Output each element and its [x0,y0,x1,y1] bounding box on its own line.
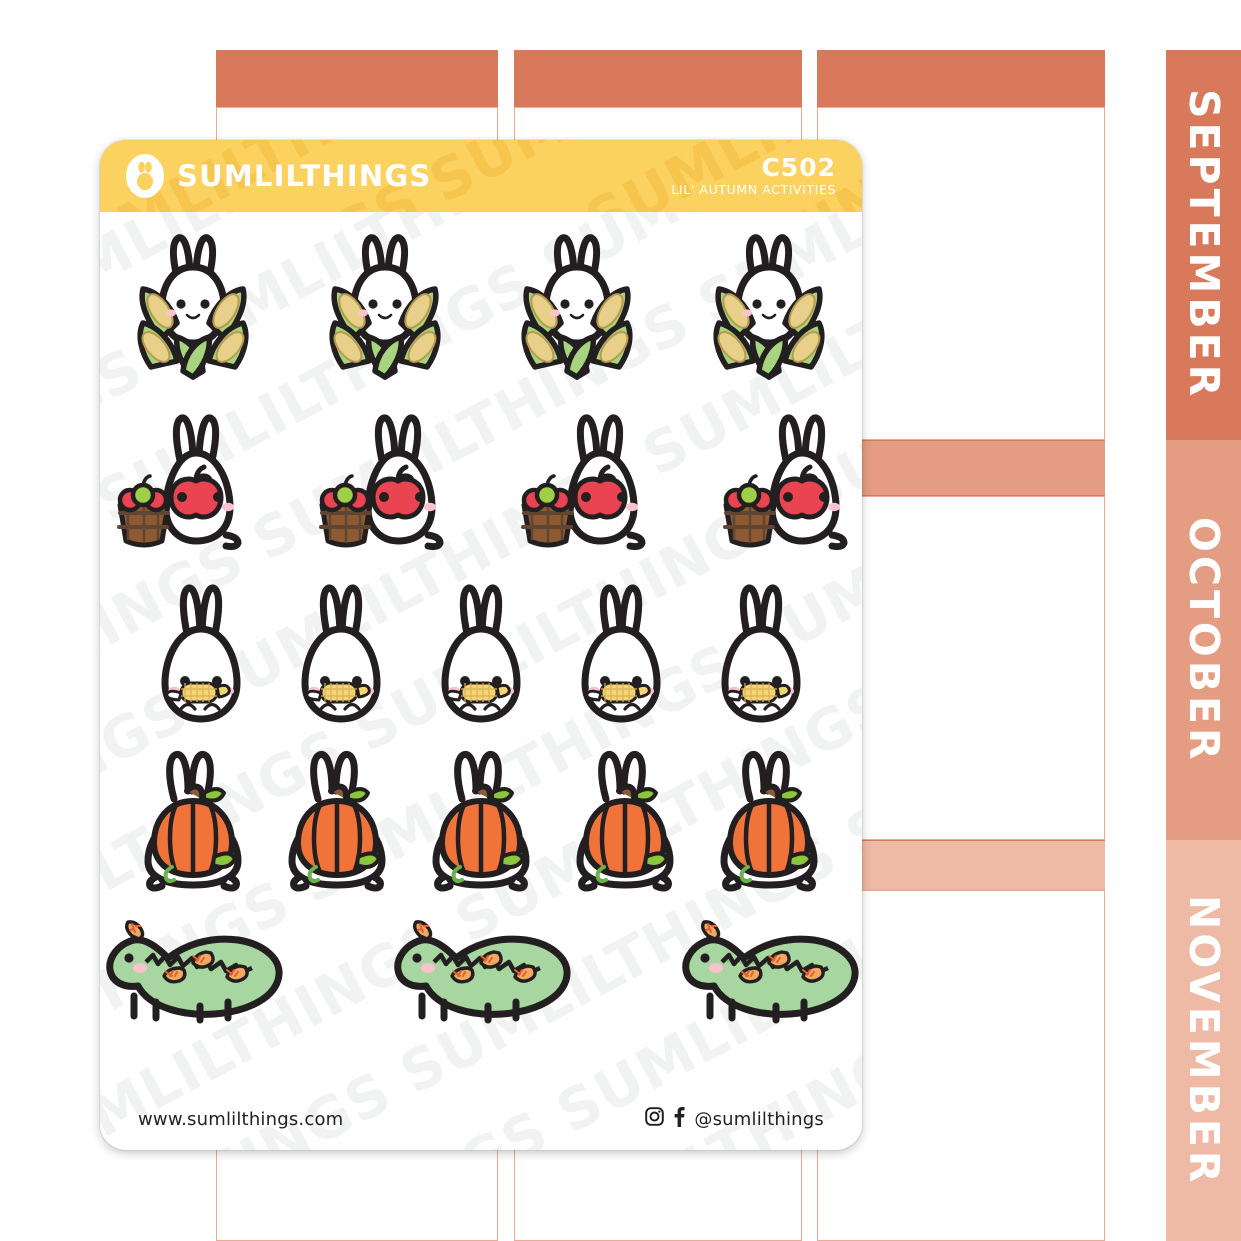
sticker-sheet: SUMLILTHINGS SUMLILTHINGS SUMLILTHINGS S… [100,140,862,1150]
sticker-autumn-dinosaur[interactable] [664,910,862,1025]
sheet-header: SUMLILTHINGS SUMLILTHINGS SUMLILTHINGS S… [100,140,862,212]
sticker-row-bunny-in-cornstalks [100,214,862,394]
sticker-bunny-with-apple-basket[interactable] [100,407,258,557]
planner-cell [817,107,1105,440]
sticker-row-bunny-eating-corn [100,572,862,732]
sheet-code-subtitle: LIL' AUTUMN ACTIVITIES [671,181,836,197]
planner-header-block-1 [216,50,498,107]
sticker-bunny-with-apple-basket[interactable] [502,407,662,557]
brand-name: SUMLILTHINGS [177,159,432,193]
facebook-icon[interactable] [673,1106,686,1132]
website-url[interactable]: www.sumlilthings.com [138,1108,344,1130]
month-tab-november-label: NOVEMBER [1180,894,1228,1187]
sticker-bunny-with-apple-basket[interactable] [704,407,862,557]
planner-header-block-3 [817,50,1105,107]
sticker-row-bunny-carrying-pumpkin [100,740,862,900]
sticker-bunny-carrying-pumpkin[interactable] [710,745,828,895]
planner-cell [817,496,1105,840]
sticker-bunny-eating-corn[interactable] [285,577,397,727]
sticker-bunny-eating-corn[interactable] [145,577,257,727]
sticker-bunny-carrying-pumpkin[interactable] [422,745,540,895]
sticker-bunny-in-cornstalks[interactable] [699,227,839,382]
social-lockup: @sumlilthings [644,1106,824,1132]
sheet-code: C502 [761,153,836,183]
month-tab-september-label: SEPTEMBER [1180,89,1228,401]
month-tab-rail: SEPTEMBER OCTOBER NOVEMBER [1166,0,1241,1241]
sticker-bunny-with-apple-basket[interactable] [300,407,460,557]
social-handle[interactable]: @sumlilthings [694,1108,824,1130]
bunny-silhouette-icon [126,154,164,198]
sheet-footer: www.sumlilthings.com @sumlilthings [100,1088,862,1150]
sticker-bunny-in-cornstalks[interactable] [123,227,263,382]
sticker-bunny-eating-corn[interactable] [565,577,677,727]
sticker-autumn-dinosaur[interactable] [100,910,298,1025]
sticker-bunny-eating-corn[interactable] [705,577,817,727]
month-tab-november[interactable]: NOVEMBER [1166,840,1241,1241]
sticker-bunny-carrying-pumpkin[interactable] [278,745,396,895]
sticker-autumn-dinosaur[interactable] [376,910,586,1025]
brand-lockup: SUMLILTHINGS [126,154,431,198]
sticker-bunny-in-cornstalks[interactable] [507,227,647,382]
sticker-bunny-carrying-pumpkin[interactable] [566,745,684,895]
sticker-grid [100,212,862,1088]
planner-header-block-2 [514,50,802,107]
sticker-bunny-eating-corn[interactable] [425,577,537,727]
instagram-icon[interactable] [644,1106,665,1132]
month-tab-october[interactable]: OCTOBER [1166,440,1241,840]
month-tab-october-label: OCTOBER [1180,516,1228,764]
sheet-code-block: C502 LIL' AUTUMN ACTIVITIES [671,153,836,197]
sticker-bunny-in-cornstalks[interactable] [315,227,455,382]
sticker-row-autumn-dinosaur [100,902,862,1032]
month-tab-september[interactable]: SEPTEMBER [1166,50,1241,440]
sticker-row-bunny-with-apple-basket [100,402,862,562]
planner-cell [817,890,1105,1241]
sticker-bunny-carrying-pumpkin[interactable] [134,745,252,895]
